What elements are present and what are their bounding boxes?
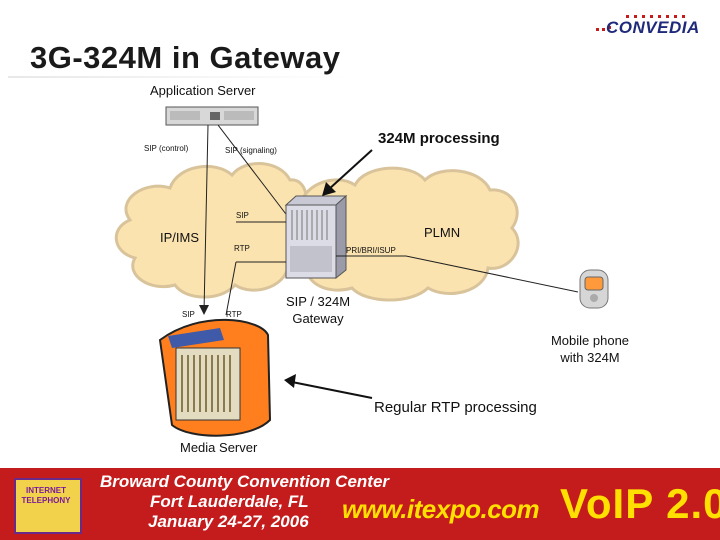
banner-location: Fort Lauderdale, FL bbox=[150, 492, 309, 511]
title-underline bbox=[8, 76, 348, 78]
ip-ims-cloud bbox=[114, 162, 312, 299]
plmn-cloud bbox=[291, 166, 520, 302]
mobile-phone-icon bbox=[579, 269, 609, 309]
convedia-logo-text: CONVEDIA bbox=[606, 18, 700, 37]
internet-telephony-badge bbox=[14, 478, 82, 534]
banner-url[interactable]: www.itexpo.com bbox=[342, 494, 540, 524]
sip-bottom-label: SIP bbox=[182, 310, 195, 319]
event-banner bbox=[0, 468, 720, 540]
pri-bri-isup-label: PRI/BRI/ISUP bbox=[346, 246, 396, 255]
badge-text: INTERNET TELEPHONY bbox=[21, 486, 71, 505]
media-server-icon bbox=[158, 318, 272, 437]
application-server-label: Application Server bbox=[150, 83, 256, 98]
gateway-label-line2: Gateway bbox=[292, 311, 344, 326]
banner-dates: January 24-27, 2006 bbox=[148, 512, 309, 531]
convedia-logo-icon bbox=[596, 15, 685, 31]
gateway-chassis-icon bbox=[284, 194, 348, 280]
regular-rtp-label: Regular RTP processing bbox=[374, 399, 537, 416]
banner-voip-logo: VoIP 2.0 bbox=[560, 480, 720, 527]
banner-venue: Broward County Convention Center bbox=[100, 472, 390, 491]
application-server-icon bbox=[165, 106, 259, 126]
rtp-bottom-label: RTP bbox=[226, 310, 242, 319]
mobile-phone-label-line2: with 324M bbox=[560, 350, 620, 365]
rtp-inner-label: RTP bbox=[234, 244, 250, 253]
media-server-label: Media Server bbox=[180, 440, 258, 455]
network-diagram bbox=[114, 106, 609, 437]
slide-title: 3G-324M in Gateway bbox=[30, 40, 341, 75]
sip-control-label: SIP (control) bbox=[144, 144, 189, 153]
sip-inner-label: SIP bbox=[236, 211, 249, 220]
mobile-phone-label-line1: Mobile phone bbox=[550, 333, 630, 348]
324m-processing-label: 324M processing bbox=[378, 130, 500, 147]
ip-ims-label: IP/IMS bbox=[160, 230, 200, 245]
sip-signaling-label: SIP (signaling) bbox=[225, 146, 277, 155]
plmn-label: PLMN bbox=[424, 225, 461, 240]
gateway-label-line1: SIP / 324M bbox=[285, 294, 351, 309]
